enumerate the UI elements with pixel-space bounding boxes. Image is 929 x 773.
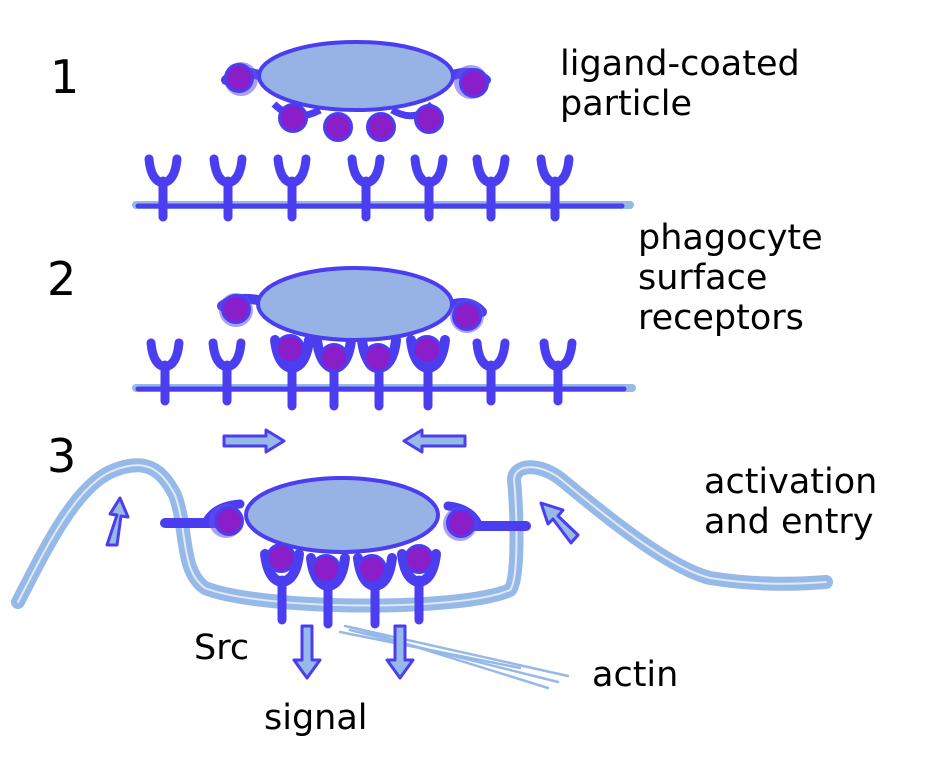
stage-1 [132,40,634,217]
label-signal: signal [264,698,368,738]
clustering-arrow-right [222,428,286,454]
signal-arrow-right [385,624,415,680]
ligand [275,334,305,364]
ligand [414,104,444,134]
ligand [459,68,489,98]
label-line: and entry [704,502,874,542]
ligand [412,335,442,365]
step-number-2: 2 [47,252,77,306]
label-line: activation [704,462,878,502]
ligand-coated-particle [221,40,491,142]
ligand-coated-particle-3 [160,476,531,624]
label-line: particle [560,84,693,124]
ligand [266,543,296,573]
ligand [319,343,349,373]
ligand-coated-particle-2 [217,266,487,373]
clustering-arrow-left [402,428,467,454]
ligand [446,508,476,538]
ligand [404,544,434,574]
signal-arrow-left [292,624,322,680]
phagocyte-membrane [11,458,833,613]
ligand [363,343,393,373]
step-number-1: 1 [50,50,80,104]
receptor-membrane-2 [132,340,636,406]
receptor [544,343,572,401]
stage-2 [132,266,636,454]
ligand [221,294,251,324]
ligand [357,554,387,584]
ligand [366,112,396,142]
label-src: Src [194,628,250,668]
ligand [224,63,254,93]
label-actin: actin [592,655,679,695]
receptor [213,343,241,401]
step-number-3: 3 [47,429,77,483]
label-ligand-coated-particle: ligand-coated particle [560,44,800,124]
label-line: ligand-coated [560,44,800,84]
label-line: receptors [638,298,804,338]
pseudopod-arrow-right [539,501,580,545]
receptor [151,343,179,401]
label-activation-and-entry: activation and entry [704,462,877,542]
actin-filaments [338,624,570,690]
ligand [452,301,482,331]
ligand [278,103,308,133]
ligand [214,506,244,536]
ligand [311,554,341,584]
receptor-membrane-1 [132,159,634,217]
label-line: surface [638,258,768,298]
ligand [323,112,353,142]
label-line: phagocyte [638,218,823,258]
receptor [477,343,505,401]
stage-3 [11,458,833,690]
pseudopod-arrow-left [105,496,130,547]
label-phagocyte-surface-receptors: phagocyte surface receptors [638,218,823,338]
